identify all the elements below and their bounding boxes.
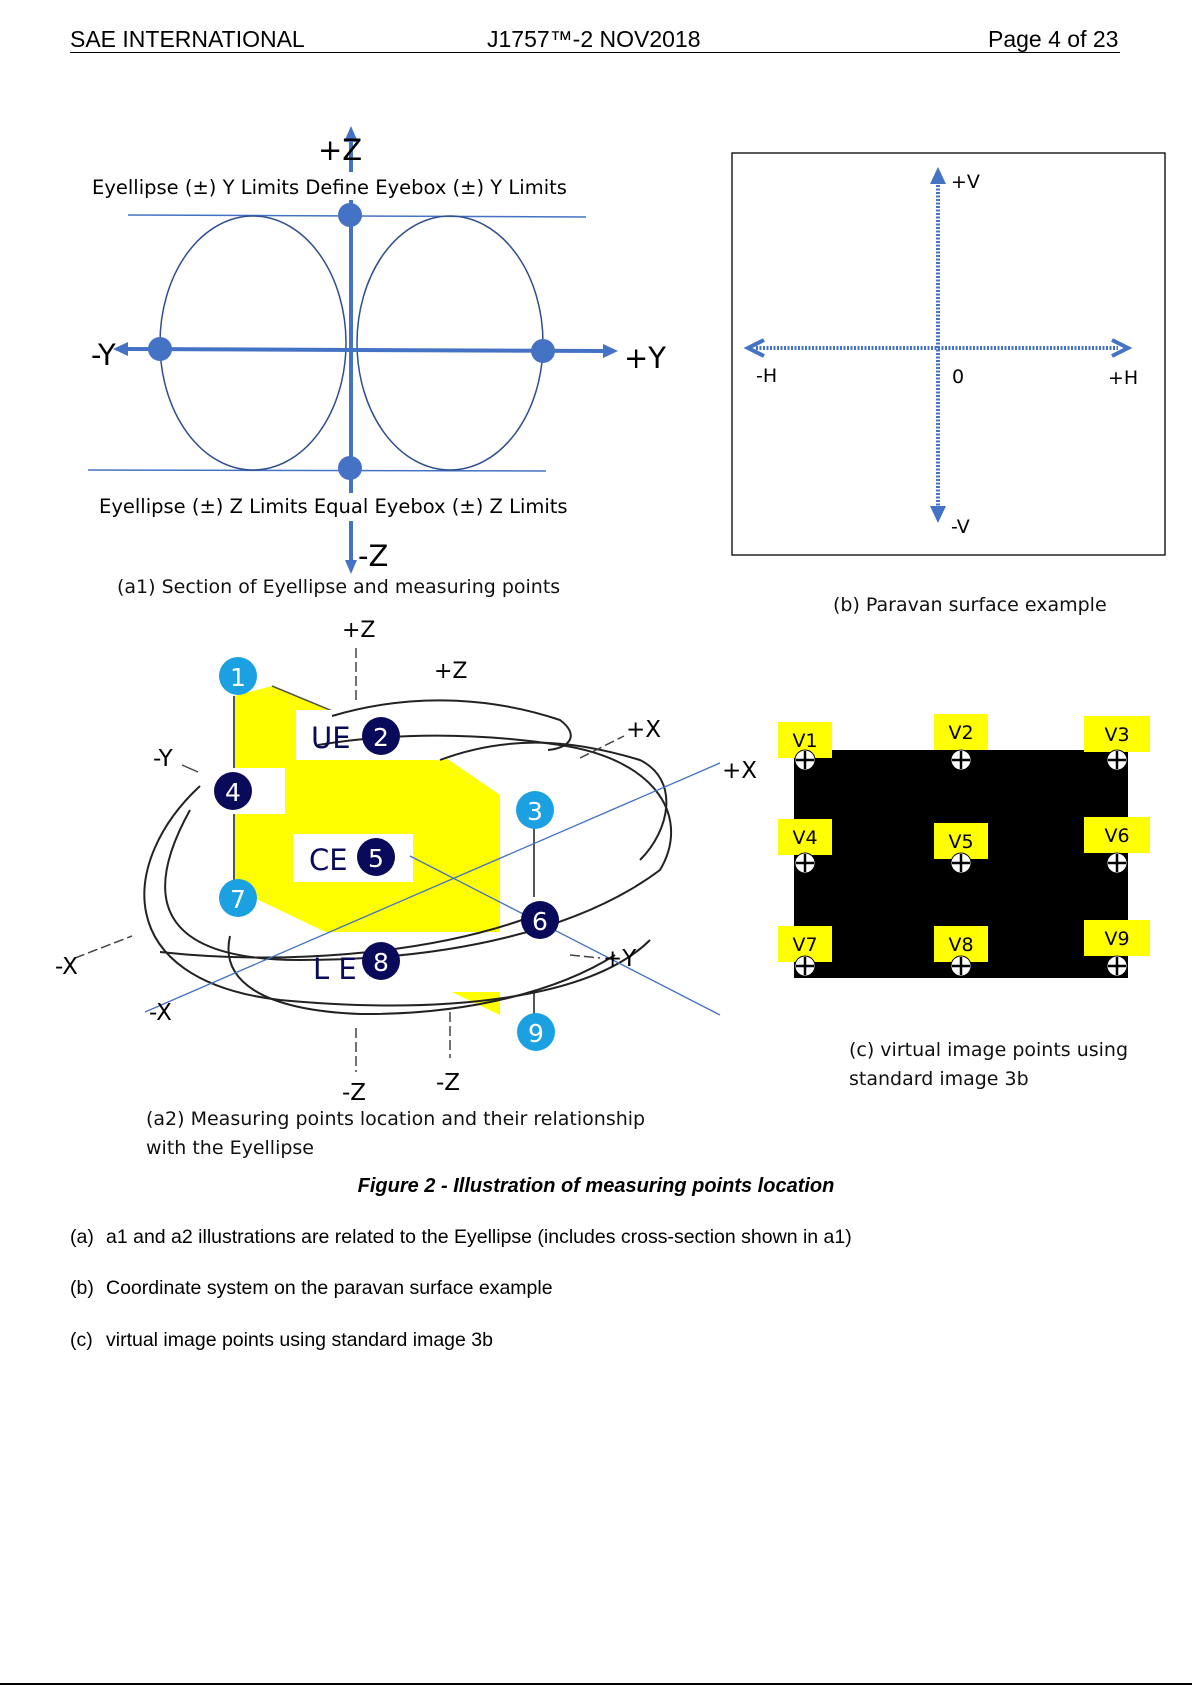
c-point-v5: V5 <box>934 823 988 874</box>
a2-axis-z-neg-right: -Z <box>436 1070 460 1096</box>
c-point-label: V6 <box>1104 825 1129 847</box>
a1-caption: (a1) Section of Eyellipse and measuring … <box>117 576 561 598</box>
a2-axis-x-pos-inner: +X <box>626 717 661 743</box>
a1-axis-z-neg: -Z <box>358 539 388 573</box>
svg-text:5: 5 <box>368 844 384 873</box>
b-axis-h-pos: +H <box>1108 367 1138 389</box>
a2-point-9: 9 <box>517 1013 555 1051</box>
b-origin-label: 0 <box>952 366 964 388</box>
c-point-label: V1 <box>792 730 817 752</box>
a2-caption-line-2: with the Eyellipse <box>146 1137 314 1159</box>
svg-text:2: 2 <box>373 723 389 752</box>
header-org: SAE INTERNATIONAL <box>70 26 305 52</box>
note-b: (b)Coordinate system on the paravan surf… <box>70 1277 553 1299</box>
c-point-v2: V2 <box>934 714 988 771</box>
c-point-v4: V4 <box>778 819 832 874</box>
c-point-v6: V6 <box>1084 817 1150 874</box>
c-point-label: V9 <box>1104 928 1129 950</box>
a2-axis-z-pos-left: +Z <box>342 618 376 643</box>
a2-point-8: 8 <box>362 942 400 980</box>
a2-label-center-eye: CE <box>309 843 348 877</box>
b-axis-v-pos: +V <box>951 171 980 193</box>
a2-point-2: 2 <box>362 717 400 755</box>
bottom-rule <box>0 1683 1192 1685</box>
a1-axis-y-neg: -Y <box>91 338 116 372</box>
a2-point-6: 6 <box>521 901 559 939</box>
c-caption-line-1: (c) virtual image points using <box>849 1039 1129 1061</box>
c-point-label: V7 <box>792 934 817 956</box>
a2-label-lower-eye: L E <box>313 952 357 986</box>
svg-text:3: 3 <box>527 797 543 826</box>
c-point-v3: V3 <box>1084 716 1150 771</box>
note-c: (c)virtual image points using standard i… <box>70 1329 493 1351</box>
a2-axis-x-pos-outer: +X <box>722 758 757 784</box>
c-point-label: V2 <box>948 722 973 744</box>
c-point-label: V8 <box>948 934 973 956</box>
a2-label-upper-eye: UE <box>311 721 351 755</box>
a1-axis-y-pos: +Y <box>624 341 666 375</box>
a2-axis-x-neg-outer: -X <box>55 954 78 980</box>
header-rule <box>70 52 1120 53</box>
c-point-label: V3 <box>1104 724 1129 746</box>
a1-y-limits-label: Eyellipse (±) Y Limits Define Eyebox (±)… <box>92 176 567 199</box>
note-a: (a)a1 and a2 illustrations are related t… <box>70 1226 852 1248</box>
figure-title: Figure 2 - Illustration of measuring poi… <box>357 1175 835 1197</box>
b-axis-v-neg: -V <box>951 516 970 538</box>
svg-text:8: 8 <box>373 948 389 977</box>
c-point-label: V5 <box>948 831 973 853</box>
b-axis-h-neg: -H <box>756 365 777 387</box>
c-point-v9: V9 <box>1084 920 1150 977</box>
a2-axis-y-neg: -Y <box>153 746 174 772</box>
a2-axis-x-neg-inner: -X <box>149 1000 172 1026</box>
c-point-v8: V8 <box>934 926 988 977</box>
a2-point-5: 5 <box>357 838 395 876</box>
c-caption-line-2: standard image 3b <box>849 1068 1029 1090</box>
header-page-number: Page 4 of 23 <box>988 26 1119 52</box>
c-point-v1: V1 <box>778 722 832 771</box>
svg-text:9: 9 <box>528 1019 544 1048</box>
a2-axis-z-neg-left: -Z <box>342 1080 366 1106</box>
header-doc-id: J1757™-2 NOV2018 <box>487 26 701 52</box>
c-point-v7: V7 <box>778 926 832 977</box>
svg-text:6: 6 <box>532 907 548 936</box>
a2-caption-line-1: (a2) Measuring points location and their… <box>146 1108 646 1130</box>
a2-axis-z-pos-right: +Z <box>434 659 468 684</box>
a1-axis-z-pos: +Z <box>318 133 362 167</box>
a2-point-4: 4 <box>214 772 252 810</box>
svg-text:1: 1 <box>230 663 246 692</box>
a2-point-3: 3 <box>516 791 554 829</box>
c-point-label: V4 <box>792 827 817 849</box>
a2-point-7: 7 <box>219 879 257 917</box>
a2-point-1: 1 <box>219 657 257 695</box>
svg-text:7: 7 <box>230 885 246 914</box>
svg-text:4: 4 <box>225 778 241 807</box>
a2-axis-y-pos: +Y <box>603 946 637 972</box>
b-caption: (b) Paravan surface example <box>833 594 1107 616</box>
a1-z-limits-label: Eyellipse (±) Z Limits Equal Eyebox (±) … <box>99 495 568 518</box>
